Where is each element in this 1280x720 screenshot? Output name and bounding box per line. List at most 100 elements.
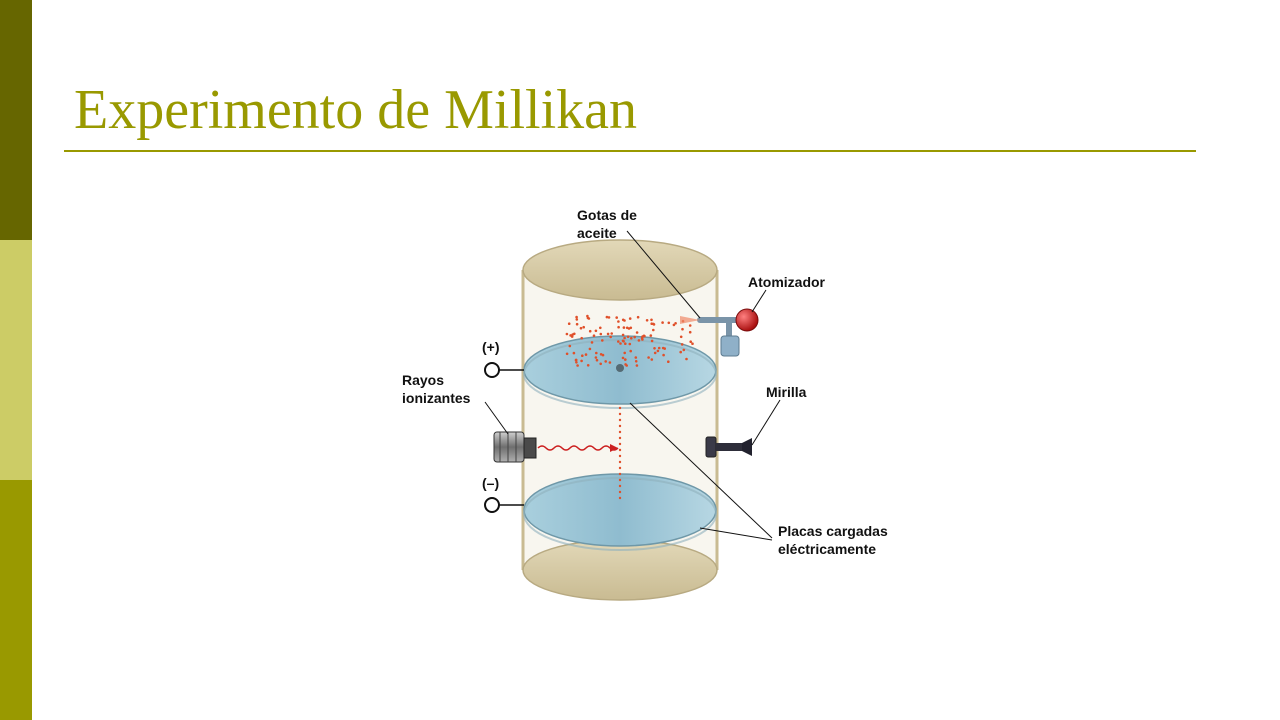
oil-droplet (610, 332, 613, 335)
oil-droplet (586, 314, 589, 318)
oil-droplet (606, 332, 610, 336)
oil-droplet (575, 361, 578, 364)
oil-droplet (650, 339, 654, 343)
falling-droplet (618, 424, 622, 428)
label-placas-line2: eléctricamente (778, 541, 876, 557)
oil-droplet (569, 334, 572, 337)
oil-droplet (599, 326, 602, 330)
oil-droplet (571, 333, 574, 336)
oil-droplet (599, 362, 602, 366)
oil-droplet (661, 346, 665, 350)
falling-droplets (618, 406, 622, 500)
oil-droplet (650, 322, 653, 326)
oil-droplet (565, 332, 569, 336)
falling-droplet (618, 442, 622, 446)
oil-droplet (604, 360, 607, 363)
oil-droplet (653, 351, 657, 355)
plate-hole (616, 364, 624, 372)
oil-droplet (629, 349, 632, 353)
viewing-scope (705, 436, 752, 458)
positive-terminal (484, 362, 524, 378)
falling-droplet (618, 418, 622, 422)
oil-droplet (650, 318, 653, 322)
oil-droplet (630, 336, 633, 340)
oil-droplet (599, 353, 603, 356)
falling-droplet (618, 436, 622, 440)
falling-droplet (618, 466, 622, 470)
oil-droplet (588, 347, 592, 351)
oil-droplet (586, 364, 590, 367)
oil-droplet (674, 322, 677, 325)
label-gotas-line2: aceite (577, 225, 617, 241)
oil-droplet (650, 358, 654, 361)
oil-droplet (679, 350, 682, 354)
sidebar-band-dark (0, 0, 32, 240)
falling-droplet (618, 484, 622, 488)
oil-droplet (621, 318, 625, 322)
ionizing-ray-wave (537, 445, 619, 451)
oil-droplet (688, 324, 692, 327)
oil-droplet (621, 339, 625, 343)
oil-droplet (594, 329, 598, 333)
oil-droplet (623, 351, 626, 355)
oil-droplet (634, 360, 638, 363)
oil-droplet (565, 352, 569, 356)
oil-droplet (599, 332, 603, 336)
oil-droplet (580, 359, 583, 363)
oil-droplet (622, 326, 626, 329)
oil-droplet (637, 339, 641, 342)
oil-droplet (575, 318, 579, 321)
falling-droplet (618, 472, 622, 476)
slide-title: Experimento de Millikan (74, 79, 637, 141)
oil-droplet (682, 348, 686, 352)
oil-droplet (656, 349, 660, 353)
oil-droplet (595, 351, 598, 355)
oil-droplet (575, 322, 579, 326)
oil-droplet (617, 325, 620, 329)
oil-droplet (647, 356, 650, 359)
ray-arrowhead (610, 444, 618, 452)
oil-droplet (621, 356, 625, 360)
oil-droplet (688, 330, 692, 334)
oil-droplet (590, 341, 594, 344)
oil-droplet (588, 329, 592, 333)
oil-droplet (579, 326, 583, 330)
oil-droplet (595, 358, 599, 362)
oil-droplet (691, 342, 694, 346)
oil-droplet (635, 364, 639, 367)
falling-droplet (618, 478, 622, 482)
oil-droplet (623, 336, 626, 340)
spray-jet (680, 316, 700, 324)
oil-droplet (582, 325, 585, 329)
atomizer (680, 308, 759, 357)
oil-droplet (649, 334, 653, 337)
label-positive: (+) (482, 339, 500, 355)
oil-droplet (652, 323, 656, 326)
oil-droplet (609, 335, 612, 339)
oil-droplet (605, 315, 609, 319)
oil-droplet (568, 344, 572, 348)
oil-droplet (635, 331, 639, 334)
oil-droplet (652, 328, 655, 332)
oil-droplet (608, 361, 612, 364)
negative-terminal (484, 497, 524, 513)
label-negative: (–) (482, 475, 499, 491)
oil-droplet (672, 323, 676, 327)
label-rayos-line2: ionizantes (402, 390, 471, 406)
oil-droplet (641, 338, 644, 341)
oil-droplet (621, 333, 625, 337)
falling-droplet (618, 460, 622, 464)
label-mirilla: Mirilla (766, 384, 807, 400)
title-underline (64, 150, 1196, 152)
oil-droplet (634, 356, 638, 359)
oil-droplet (681, 327, 684, 331)
oil-droplet (615, 316, 618, 319)
oil-droplet (624, 342, 627, 346)
oil-droplet (580, 336, 583, 340)
sidebar-band-light (0, 240, 32, 480)
falling-droplet (618, 490, 622, 494)
oil-droplet (601, 339, 604, 342)
oil-droplet (685, 357, 688, 361)
oil-droplet (572, 351, 576, 355)
label-atomizador: Atomizador (748, 274, 826, 290)
